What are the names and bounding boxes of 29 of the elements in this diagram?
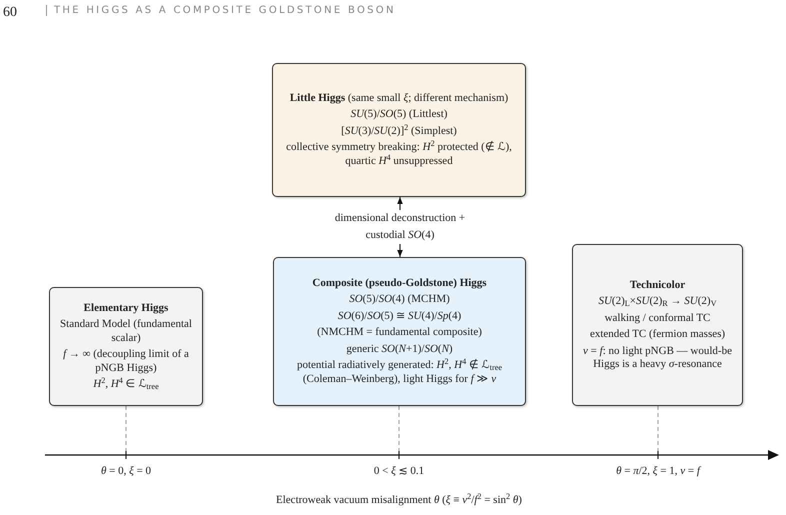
model-box [272, 63, 526, 197]
box-text: potential radiatively generated: H$^{2}$, H$^{4}$ ∉ ℒ$_{tree}$ (Coleman–Weinberg), light Higgs for f ≫ v [296, 359, 504, 386]
box-text: SU(5)/SO(5) (Littlest) [350, 108, 448, 122]
tick-label: 0 < ξ ≲ 0.1 [374, 464, 424, 479]
box-text: generic SO(N+1)/SO(N) [346, 342, 453, 356]
box-title: Technicolor [630, 278, 686, 292]
box-text: SU(2)$_{L}$×SU(2)$_{R}$ → SU(2)$_{V}$ [598, 295, 717, 308]
box-text: (NMCHM = fundamental composite) [317, 326, 482, 340]
box-text: SO(6)/SO(5) ≅ SU(4)/Sp(4) [338, 310, 462, 324]
tick-label: θ = π/2, ξ = 1, v = f [616, 464, 700, 479]
box-text: Standard Model (fundamental scalar) [59, 318, 193, 345]
running-header: THE HIGGS AS A COMPOSITE GOLDSTONE BOSON [46, 5, 396, 16]
model-box [572, 244, 743, 406]
model-box [49, 287, 203, 406]
box-title: Little Higgs (same small ξ; different mechanism) [290, 92, 508, 106]
box-text: [SU(3)/SU(2)]$^{2}$ (Simplest) [341, 124, 457, 138]
box-text: f → ∞ (decoupling limit of a pNGB Higgs) [62, 348, 190, 375]
box-text: extended TC (fermion masses) [590, 328, 726, 342]
box-text: H$^{2}$, H$^{4}$ ∈ ℒ$_{tree}$ [93, 378, 159, 392]
box-text: collective symmetry breaking: H$^{2}$ protected (∉ ℒ), quartic H$^{4}$ unsuppressed [285, 141, 513, 168]
tick-label: θ = 0, ξ = 0 [100, 464, 152, 479]
box-title: Composite (pseudo-Goldstone) Higgs [312, 276, 487, 290]
box-text: SO(5)/SO(4) (MCHM) [349, 293, 450, 307]
box-text: v = f: no light pNGB — would-be Higgs is a heavy σ-resonance [582, 344, 733, 372]
box-title: Elementary Higgs [84, 302, 168, 315]
axis-title: Electroweak vacuum misalignment θ (ξ ≡ v$^{2}$/f$^{2}$ = sin$^{2}$ θ) [276, 492, 522, 508]
box-text: walking / conformal TC [604, 312, 710, 325]
model-box [273, 257, 526, 406]
page-number: 60 [3, 4, 17, 22]
